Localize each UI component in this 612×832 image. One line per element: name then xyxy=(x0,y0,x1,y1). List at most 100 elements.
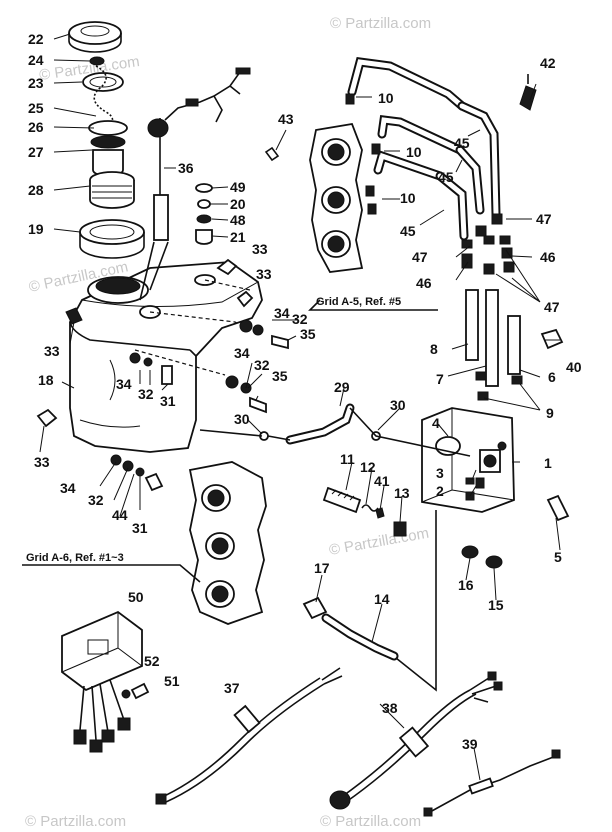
label-5: 5 xyxy=(554,549,562,565)
callout-labels: 22 24 23 25 26 27 28 19 36 49 20 48 21 3… xyxy=(28,31,582,752)
label-46a: 46 xyxy=(540,249,556,265)
filler-neck[interactable] xyxy=(88,120,128,177)
fitting-42[interactable] xyxy=(519,74,537,111)
clip-33d[interactable] xyxy=(36,408,58,428)
label-13: 13 xyxy=(394,485,410,501)
fitting-15[interactable] xyxy=(485,555,503,569)
hose-45-short[interactable] xyxy=(435,171,469,241)
fitting-16[interactable] xyxy=(461,545,479,559)
fitting-21[interactable] xyxy=(195,229,213,245)
label-25: 25 xyxy=(28,100,44,116)
label-19: 19 xyxy=(28,221,44,237)
label-24: 24 xyxy=(28,52,44,68)
label-30a: 30 xyxy=(234,411,250,427)
cap-small-ring[interactable] xyxy=(89,56,105,66)
wire-harness-37[interactable] xyxy=(155,667,343,805)
label-49: 49 xyxy=(230,179,246,195)
label-16: 16 xyxy=(458,577,474,593)
hose-45-mid[interactable] xyxy=(455,145,485,215)
hose-14[interactable] xyxy=(321,613,399,661)
label-52: 52 xyxy=(144,653,160,669)
tank-cap[interactable] xyxy=(68,21,122,53)
grid-ref-a5: Grid A-5, Ref. #5 xyxy=(316,296,401,308)
wire-39[interactable] xyxy=(423,749,561,817)
check-valve-17[interactable] xyxy=(302,596,328,620)
clip-33b[interactable] xyxy=(236,290,254,308)
screw-51[interactable] xyxy=(130,682,150,700)
label-46b: 46 xyxy=(416,275,432,291)
fitting-48[interactable] xyxy=(196,214,212,224)
fittings-47-46[interactable] xyxy=(461,213,515,275)
label-38: 38 xyxy=(382,700,398,716)
label-10c: 10 xyxy=(400,190,416,206)
label-43: 43 xyxy=(278,111,294,127)
filter-5[interactable] xyxy=(546,494,570,522)
label-26: 26 xyxy=(28,119,44,135)
label-18: 18 xyxy=(38,372,54,388)
mount-hardware-right[interactable] xyxy=(225,319,289,414)
tube-caps[interactable] xyxy=(475,371,523,401)
grommet-43[interactable] xyxy=(264,146,280,162)
watermark-bottom-right: © Partzilla.com xyxy=(320,813,421,830)
label-32a: 32 xyxy=(292,311,308,327)
label-11: 11 xyxy=(340,451,355,467)
label-31a: 31 xyxy=(160,393,176,409)
tube-7[interactable] xyxy=(485,289,499,387)
label-42: 42 xyxy=(540,55,556,71)
label-32c: 32 xyxy=(138,386,154,402)
label-8: 8 xyxy=(430,341,438,357)
cap-13[interactable] xyxy=(393,521,407,537)
label-37: 37 xyxy=(224,680,240,696)
module-50[interactable] xyxy=(61,610,143,753)
valve-40[interactable] xyxy=(540,328,564,350)
wire-harness-38[interactable] xyxy=(329,671,503,810)
tube-6[interactable] xyxy=(507,315,521,375)
label-21: 21 xyxy=(230,229,246,245)
label-31b: 31 xyxy=(132,520,148,536)
label-45c: 45 xyxy=(400,223,416,239)
tank-seal-ring[interactable] xyxy=(79,219,145,259)
intake-manifold-lower[interactable] xyxy=(188,461,267,625)
grid-ref-a6: Grid A-6, Ref. #1~3 xyxy=(26,552,124,564)
hose-29[interactable] xyxy=(285,403,355,445)
label-6: 6 xyxy=(548,369,556,385)
fitting-20[interactable] xyxy=(197,199,211,209)
tank-fitting-guides xyxy=(134,279,251,376)
label-4: 4 xyxy=(432,415,440,431)
cap-gasket[interactable] xyxy=(82,72,124,92)
washer-52[interactable] xyxy=(121,689,131,699)
fuel-pump-1[interactable] xyxy=(421,407,515,513)
label-39: 39 xyxy=(462,736,478,752)
primer-11[interactable] xyxy=(322,486,362,514)
label-20: 20 xyxy=(230,196,246,212)
hose-couplers[interactable] xyxy=(345,93,381,215)
hose-10b[interactable] xyxy=(377,114,465,155)
label-33a: 33 xyxy=(252,241,268,257)
label-14: 14 xyxy=(374,591,390,607)
label-32b: 32 xyxy=(254,357,270,373)
label-44: 44 xyxy=(112,507,128,523)
label-10b: 10 xyxy=(406,144,422,160)
label-51: 51 xyxy=(164,673,180,689)
fitting-49[interactable] xyxy=(195,183,213,193)
label-9: 9 xyxy=(546,405,554,421)
label-48: 48 xyxy=(230,212,246,228)
intake-manifold-upper[interactable] xyxy=(309,122,364,273)
mount-hardware-left[interactable] xyxy=(110,352,173,492)
clip-33a[interactable] xyxy=(216,258,238,276)
label-17: 17 xyxy=(314,560,330,576)
hose-10a[interactable] xyxy=(347,57,467,111)
hose-10c[interactable] xyxy=(373,150,445,181)
label-33c: 33 xyxy=(44,343,60,359)
hose-45-long[interactable] xyxy=(457,101,501,219)
fuel-tank[interactable] xyxy=(69,261,263,453)
fuel-sender-36[interactable] xyxy=(139,67,251,301)
tube-8[interactable] xyxy=(465,289,479,361)
label-2: 2 xyxy=(436,483,444,499)
label-36: 36 xyxy=(178,160,194,176)
clip-33c[interactable] xyxy=(65,307,83,325)
label-22: 22 xyxy=(28,31,44,47)
filter-strainer[interactable] xyxy=(89,171,135,209)
